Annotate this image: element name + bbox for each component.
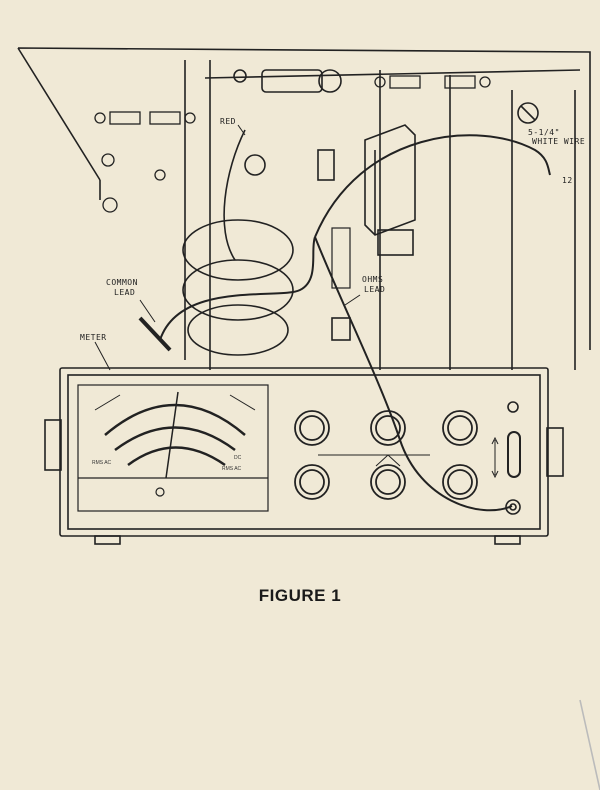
scale-rms-ac-right: RMS AC [222, 466, 242, 472]
screw [517, 102, 539, 124]
thumbwheel [507, 431, 521, 478]
jack [505, 499, 521, 515]
meter-needle [165, 391, 179, 479]
probe-tip [138, 316, 172, 352]
terminal-strips [94, 75, 491, 213]
switch-component [317, 149, 335, 181]
label-meter: METER [80, 333, 107, 342]
label-white-wire: WHITE WIRE [532, 137, 586, 146]
common-lead [159, 236, 316, 341]
label-terminal-12: 12 [562, 176, 573, 185]
terminal-block-lower [331, 317, 351, 341]
label-red: RED [220, 117, 236, 126]
label-white-wire-length: 5-1/4" [528, 128, 560, 137]
label-common-lead-1: COMMON [106, 278, 138, 287]
terminal-block [331, 227, 351, 289]
label-common-lead-2: LEAD [114, 288, 136, 297]
label-ohms-lead-1: OHMS [362, 275, 384, 284]
meter-case [44, 367, 564, 545]
chassis-panels [184, 60, 576, 370]
pilot-lamp [507, 401, 519, 413]
scale-dc: DC [234, 455, 242, 461]
transformer [364, 124, 416, 256]
lamp-socket [233, 69, 342, 93]
ohms-lead [314, 236, 513, 512]
wire-coil [182, 219, 294, 356]
chassis-outline [17, 47, 591, 350]
white-wire [314, 134, 551, 238]
meter-face [77, 384, 269, 512]
red-wire [223, 129, 246, 261]
scale-rms-ac-left: RMS AC [92, 460, 112, 466]
control-knobs [294, 410, 478, 500]
label-ohms-lead-2: LEAD [364, 285, 386, 294]
figure-caption: FIGURE 1 [258, 586, 342, 605]
potentiometer [244, 154, 266, 176]
zero-adjust-screw [155, 487, 165, 497]
